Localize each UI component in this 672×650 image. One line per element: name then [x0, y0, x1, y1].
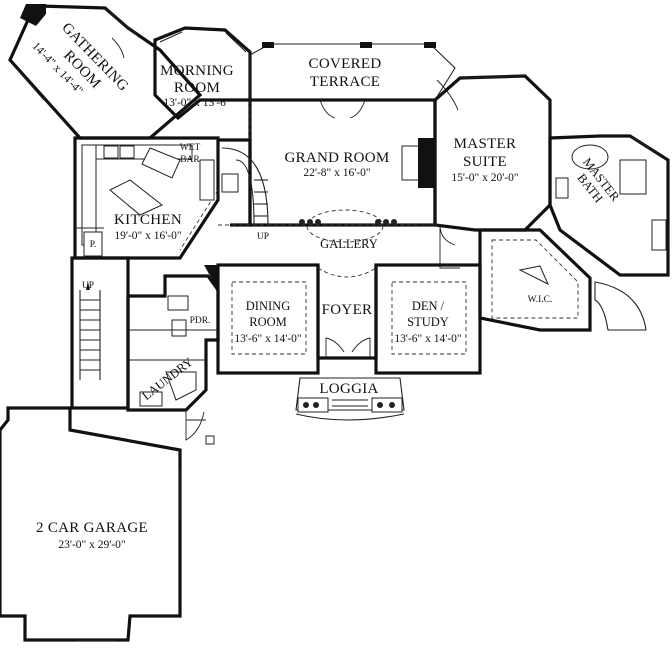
gallery-label: GALLERY: [320, 237, 378, 251]
wic-label: W.I.C.: [528, 295, 553, 305]
gallery: [218, 209, 460, 269]
garage-dims: 23'-0" x 29'-0": [58, 539, 125, 551]
morning-room-label-line1: MORNING: [160, 63, 234, 79]
master-suite-label-line1: MASTER: [454, 136, 517, 152]
foyer-label: FOYER: [322, 302, 373, 318]
loggia-label: LOGGIA: [319, 381, 378, 397]
garage-label: 2 CAR GARAGE: [36, 520, 148, 536]
master-suite-label-line2: SUITE: [463, 154, 507, 170]
main-stair: [218, 138, 269, 227]
den-study-dims: 13'-6" x 14'-0": [394, 333, 461, 345]
walk-in-closet: [478, 228, 647, 332]
powder-label: PDR.: [190, 316, 211, 326]
den-study-label-line1: DEN /: [412, 299, 445, 313]
wet-bar-label-line2: BAR: [180, 155, 200, 165]
master-suite: [418, 74, 552, 232]
grand-room-label: GRAND ROOM: [284, 150, 389, 166]
covered-terrace-label-line2: TERRACE: [310, 74, 380, 90]
morning-room-label-line2: ROOM: [174, 80, 220, 96]
room-labels: GATHERING ROOM 14'-4" x 14'-4" MORNING R…: [30, 20, 623, 551]
den-study: [374, 263, 482, 375]
garage: [0, 406, 215, 642]
pantry-label: P.: [90, 240, 97, 250]
master-suite-dims: 15'-0" x 20'-0": [451, 172, 518, 184]
grand-room-dims: 22'-8" x 16'-0": [303, 167, 370, 179]
dining-room-label-line1: DINING: [246, 299, 290, 313]
morning-room-dims: 13'-0" x 13'-6": [163, 97, 230, 109]
den-study-label-line2: STUDY: [407, 315, 449, 329]
side-stair: [70, 256, 130, 410]
main-stair-up-label: UP: [257, 232, 269, 242]
dining-room-dims: 13'-6" x 14'-0": [234, 333, 301, 345]
dining-room-label-line2: ROOM: [249, 315, 287, 329]
covered-terrace-label-line1: COVERED: [309, 56, 382, 72]
wet-bar-label-line1: WET: [180, 143, 201, 153]
kitchen-dims: 19'-0" x 16'-0": [114, 230, 181, 242]
service-wing: [126, 274, 220, 412]
loggia: [295, 377, 405, 421]
side-stair-up-label: UP: [82, 281, 94, 291]
kitchen-label: KITCHEN: [114, 212, 182, 228]
master-bath: [548, 134, 670, 277]
kitchen: [73, 136, 220, 260]
